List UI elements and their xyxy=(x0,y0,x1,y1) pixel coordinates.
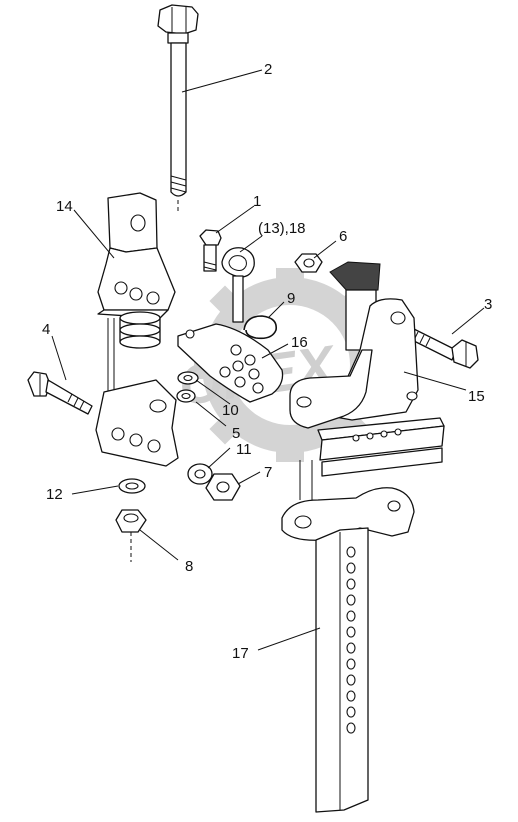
leader-2 xyxy=(181,69,263,93)
leader-14 xyxy=(73,209,115,259)
part-16-plate xyxy=(177,323,284,403)
callout-2: 2 xyxy=(264,61,272,78)
callout-14: 14 xyxy=(56,198,73,215)
callout-7: 7 xyxy=(264,464,272,481)
sleeve-assembly xyxy=(107,311,161,402)
leader-6 xyxy=(313,240,337,259)
callout-17: 17 xyxy=(232,645,249,662)
part-5-washer xyxy=(176,389,196,403)
leader-lines xyxy=(51,69,485,651)
leader-15 xyxy=(403,371,467,391)
part-2-long-bolt xyxy=(157,4,199,212)
callout-4: 4 xyxy=(42,321,50,338)
leader-17 xyxy=(257,627,321,651)
callout-13-18: (13),18 xyxy=(258,220,306,237)
callout-5: 5 xyxy=(232,425,240,442)
part-3-side-bolt xyxy=(407,327,479,369)
leader-1 xyxy=(215,205,255,234)
callout-10: 10 xyxy=(222,402,239,419)
leader-8 xyxy=(139,529,179,561)
leader-16 xyxy=(261,343,289,359)
callout-15: 15 xyxy=(468,388,485,405)
part-15-lever-bracket xyxy=(289,298,445,477)
leader-7 xyxy=(237,471,261,485)
part-8-nut xyxy=(115,509,147,562)
part-14-upper-bracket xyxy=(97,192,176,319)
part-12-spring-washer xyxy=(118,478,146,494)
leader-5 xyxy=(195,401,227,427)
leader-10 xyxy=(195,379,231,405)
leader-4 xyxy=(51,335,67,381)
callout-6: 6 xyxy=(339,228,347,245)
part-11-washer xyxy=(187,463,213,485)
part-7-nut xyxy=(205,473,241,501)
callout-12: 12 xyxy=(46,486,63,503)
callout-labels: 2 1 14 (13),18 6 9 3 4 16 15 10 5 11 7 1… xyxy=(42,61,492,662)
part-1-small-bolt xyxy=(199,229,222,272)
part-17-vertical-bar xyxy=(315,527,369,813)
leader-3 xyxy=(451,307,485,335)
part-4-side-bolt xyxy=(27,371,93,415)
leader-9 xyxy=(267,301,285,319)
leader-12 xyxy=(71,485,119,495)
callout-16: 16 xyxy=(291,334,308,351)
leader-11 xyxy=(207,447,231,469)
part-6-nut xyxy=(294,253,323,273)
callout-1: 1 xyxy=(253,193,261,210)
callout-9: 9 xyxy=(287,290,295,307)
callout-11: 11 xyxy=(236,441,252,458)
callout-3: 3 xyxy=(484,296,492,313)
callout-8: 8 xyxy=(185,558,193,575)
leader-13-18 xyxy=(239,235,263,253)
part-10-washer xyxy=(177,371,199,385)
part-9-circlip xyxy=(243,315,278,340)
lower-clevis xyxy=(281,460,415,541)
part-14-lower-bracket xyxy=(95,379,179,467)
part-18-pin xyxy=(221,247,255,323)
